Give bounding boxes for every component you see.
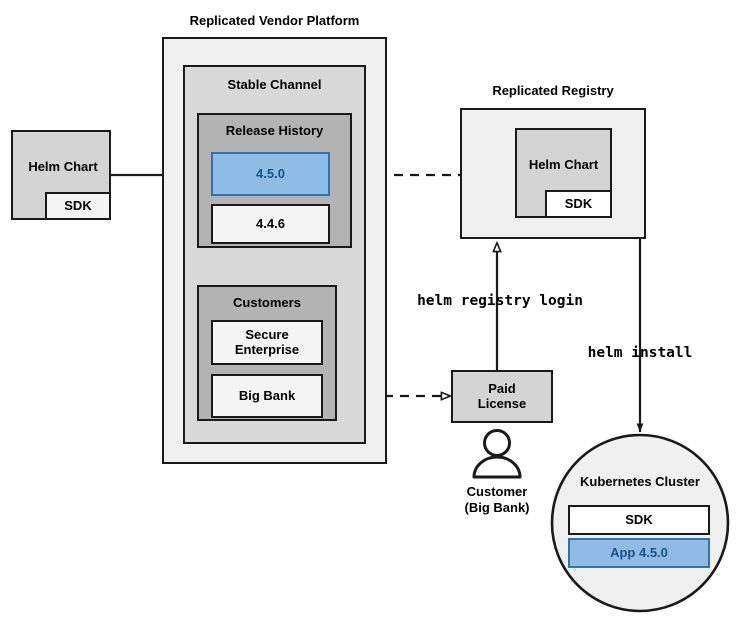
paid-license-label: Paid License [477, 380, 527, 411]
stable-channel-title: Stable Channel [227, 76, 322, 92]
customer-item-label: Big Bank [238, 387, 296, 403]
customer-item-big-bank[interactable]: Big Bank [211, 374, 323, 418]
release-item-4-5-0[interactable]: 4.5.0 [211, 152, 330, 196]
customer-item-label: Secure Enterprise [234, 326, 300, 357]
cluster-component-label: SDK [625, 511, 653, 527]
release-version-label: 4.5.0 [256, 165, 285, 181]
source-sdk-label: SDK [64, 197, 92, 213]
customer-actor-line1: Customer [466, 484, 528, 499]
registry-sdk-box: SDK [545, 190, 612, 218]
command-helm-registry-login: helm registry login [417, 293, 583, 309]
release-item-4-4-6[interactable]: 4.4.6 [211, 204, 330, 244]
registry-sdk-label: SDK [564, 195, 593, 211]
cluster-component-app[interactable]: App 4.5.0 [568, 538, 710, 568]
registry-helm-chart-label: Helm Chart [528, 156, 599, 172]
source-sdk-box: SDK [45, 192, 111, 220]
source-helm-chart-label: Helm Chart [28, 158, 98, 174]
cluster-component-sdk[interactable]: SDK [568, 505, 710, 535]
registry-title: Replicated Registry [492, 83, 614, 98]
customers-title: Customers [233, 294, 301, 310]
customer-actor-line2: (Big Bank) [464, 500, 530, 515]
cluster-title: Kubernetes Cluster [580, 474, 700, 489]
customer-item-secure-enterprise[interactable]: Secure Enterprise [211, 320, 323, 365]
cluster-component-label: App 4.5.0 [610, 544, 668, 560]
release-history-title: Release History [225, 122, 324, 138]
person-icon [472, 429, 522, 479]
platform-title: Replicated Vendor Platform [189, 13, 360, 28]
command-helm-install: helm install [587, 345, 693, 361]
paid-license-box: Paid License [451, 370, 553, 423]
release-version-label: 4.4.6 [256, 215, 285, 231]
